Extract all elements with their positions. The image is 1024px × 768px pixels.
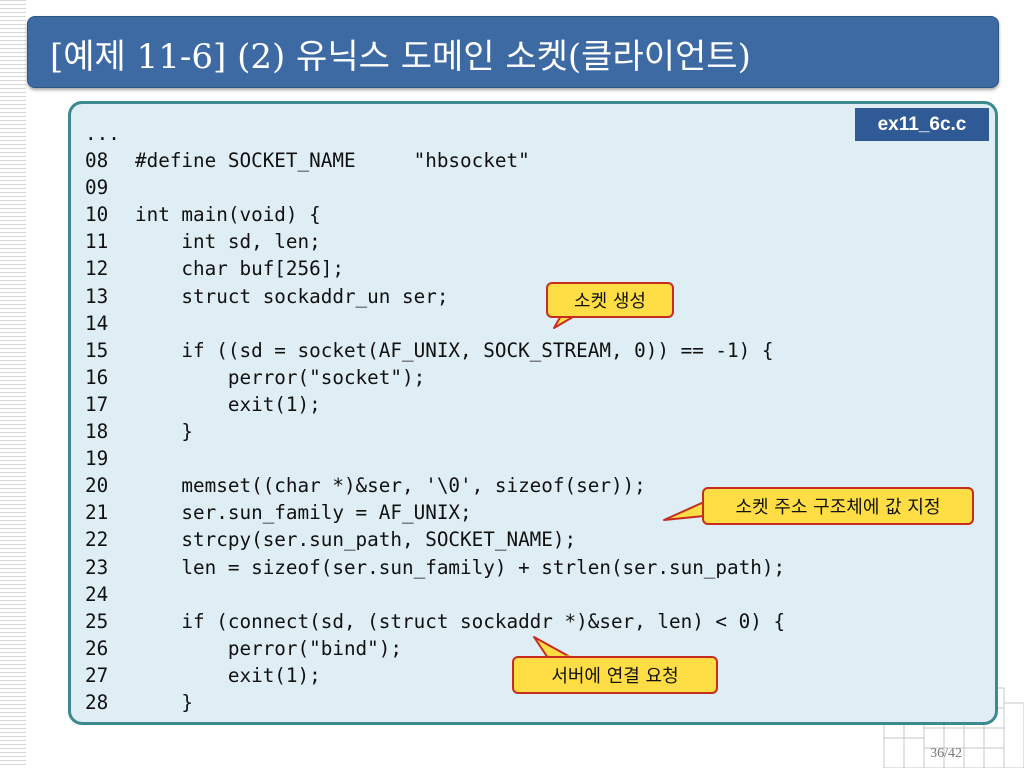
code-line: 08 #define SOCKET_NAME "hbsocket" (85, 147, 785, 174)
code-line: ... (85, 120, 785, 147)
code-text: } (135, 690, 194, 714)
line-number: 23 (85, 555, 109, 579)
code-line: 22 strcpy(ser.sun_path, SOCKET_NAME); (85, 526, 785, 553)
line-number: 26 (85, 636, 109, 660)
code-text: int sd, len; (135, 230, 321, 254)
code-text: exit(1); (135, 663, 321, 687)
line-number: 13 (85, 284, 109, 308)
callout-address-struct: 소켓 주소 구조체에 값 지정 (702, 487, 974, 525)
code-line: 18 } (85, 418, 785, 445)
code-panel: ex11_6c.c ... 08 #define SOCKET_NAME "hbso… (68, 101, 998, 725)
code-line: 14 (85, 310, 785, 337)
line-number: 15 (85, 338, 109, 362)
slide-title-bar: [예제 11-6] (2) 유닉스 도메인 소켓(클라이언트) (27, 16, 999, 88)
line-number: 17 (85, 392, 109, 416)
code-line: 13 struct sockaddr_un ser; (85, 283, 785, 310)
code-line: 16 perror("socket"); (85, 364, 785, 391)
line-number: 19 (85, 447, 109, 471)
line-number: 08 (85, 149, 109, 173)
code-line: 23 len = sizeof(ser.sun_family) + strlen… (85, 554, 785, 581)
line-number: 12 (85, 257, 109, 281)
line-number: 21 (85, 501, 109, 525)
code-text: len = sizeof(ser.sun_family) + strlen(se… (135, 555, 786, 579)
callout-pointer-addr (663, 501, 707, 521)
code-text: perror("bind"); (135, 636, 402, 660)
line-number: 25 (85, 609, 109, 633)
code-line: 09 (85, 174, 785, 201)
callout-connect-request: 서버에 연결 요청 (512, 656, 718, 694)
code-line: 11 int sd, len; (85, 228, 785, 255)
code-text: ser.sun_family = AF_UNIX; (135, 501, 472, 525)
code-text: perror("socket"); (135, 365, 426, 389)
code-text: struct sockaddr_un ser; (135, 284, 449, 308)
line-number: 24 (85, 582, 109, 606)
code-text: strcpy(ser.sun_path, SOCKET_NAME); (135, 528, 577, 552)
code-line: 21 ser.sun_family = AF_UNIX; (85, 499, 785, 526)
line-number: 11 (85, 230, 109, 254)
line-number: 27 (85, 663, 109, 687)
code-listing: ... 08 #define SOCKET_NAME "hbsocket" 09 10 i… (85, 120, 785, 716)
line-number: 09 (85, 176, 109, 200)
code-text: exit(1); (135, 392, 321, 416)
code-text: char buf[256]; (135, 257, 344, 281)
callout-socket-create: 소켓 생성 (546, 282, 674, 318)
code-line: 19 (85, 445, 785, 472)
code-line: 28 } (85, 689, 785, 716)
line-number: 28 (85, 690, 109, 714)
code-line: 26 perror("bind"); (85, 635, 785, 662)
line-number: 16 (85, 365, 109, 389)
code-text: int main(void) { (135, 203, 321, 227)
code-text: memset((char *)&ser, '\0', sizeof(ser)); (135, 474, 646, 498)
code-line: 15 if ((sd = socket(AF_UNIX, SOCK_STREAM… (85, 337, 785, 364)
page-number: 36/42 (930, 746, 962, 761)
code-text: #define SOCKET_NAME "hbsocket" (135, 149, 530, 173)
code-line: 10 int main(void) { (85, 201, 785, 228)
code-line: 12 char buf[256]; (85, 255, 785, 282)
slide-title: [예제 11-6] (2) 유닉스 도메인 소켓(클라이언트) (50, 37, 751, 77)
line-number: 20 (85, 474, 109, 498)
file-name-tab: ex11_6c.c (855, 108, 989, 141)
line-number: ... (85, 122, 120, 145)
code-line: 17 exit(1); (85, 391, 785, 418)
code-line: 20 memset((char *)&ser, '\0', sizeof(ser… (85, 472, 785, 499)
left-stripe-decoration (0, 0, 26, 768)
line-number: 14 (85, 311, 109, 335)
code-line: 24 (85, 581, 785, 608)
code-line: 27 exit(1); (85, 662, 785, 689)
line-number: 22 (85, 528, 109, 552)
code-text: if (connect(sd, (struct sockaddr *)&ser,… (135, 609, 786, 633)
code-line: 25 if (connect(sd, (struct sockaddr *)&s… (85, 608, 785, 635)
line-number: 18 (85, 420, 109, 444)
code-text: } (135, 420, 194, 444)
line-number: 10 (85, 203, 109, 227)
code-text: if ((sd = socket(AF_UNIX, SOCK_STREAM, 0… (135, 338, 774, 362)
